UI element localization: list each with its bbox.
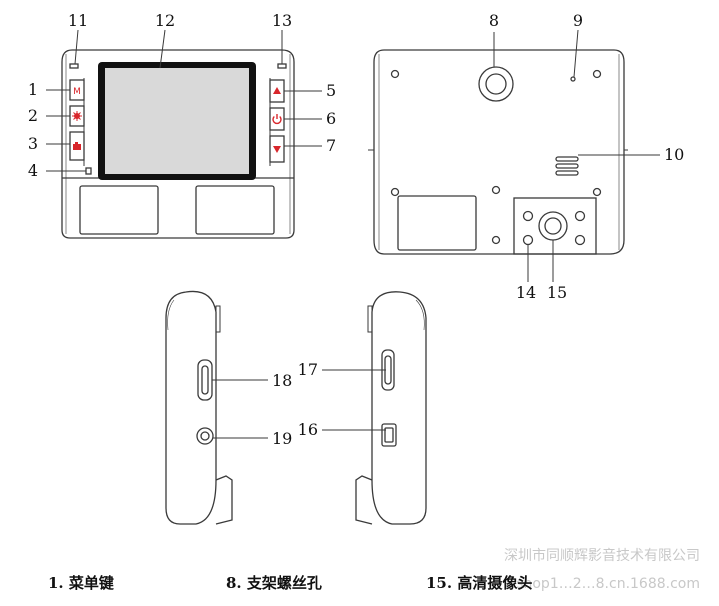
callout-12: 12 (155, 11, 175, 30)
front-leaders (46, 29, 322, 172)
tripod-screw-hole-8-inner (485, 73, 507, 95)
screw (390, 69, 400, 79)
callout-13: 13 (272, 11, 292, 30)
legend-item-15: 15. 高清摄像头 (426, 574, 532, 592)
button-7-down (269, 135, 285, 163)
right-side-view (355, 291, 427, 525)
watermark-company: 深圳市同顺辉影音技术有限公司 (504, 547, 700, 564)
callout-10: 10 (664, 145, 684, 164)
callout-11: 11 (68, 11, 88, 30)
left-side-clip (215, 475, 233, 525)
hd-camera-15-outer (538, 211, 568, 241)
up-arrow-icon (273, 87, 281, 94)
left-side-button (215, 305, 221, 333)
screw (592, 187, 602, 197)
front-left-pad (79, 185, 159, 235)
power-icon (272, 114, 282, 125)
menu-m-icon: M (73, 87, 81, 97)
hdmi-port-18-inner (201, 365, 209, 395)
callout-numbers: 1 2 3 4 5 6 7 8 9 10 11 12 13 14 15 16 1… (28, 11, 685, 448)
legend-item-1: 1. 菜单键 (48, 574, 114, 592)
front-right-pad (195, 185, 275, 235)
back-pad (397, 195, 477, 251)
screw (491, 185, 501, 195)
callout-14: 14 (516, 283, 536, 302)
callout-16: 16 (298, 420, 318, 439)
right-side-leaders (322, 369, 386, 431)
screen-12-display (105, 68, 249, 174)
callout-19: 19 (272, 429, 292, 448)
speaker-10-slot (555, 170, 579, 176)
down-arrow-icon (273, 146, 281, 153)
audio-jack-19-outer (196, 427, 214, 445)
callout-3: 3 (28, 134, 38, 153)
settings-gear-icon (72, 111, 82, 121)
callout-6: 6 (326, 109, 336, 128)
left-side-leaders (212, 379, 268, 439)
reset-hole-9 (570, 76, 576, 82)
callout-7: 7 (326, 136, 336, 155)
watermark-url: shop1…2…8.cn.1688.com (516, 576, 700, 592)
back-body-outline (373, 49, 625, 255)
ir-led (574, 210, 586, 222)
left-side-body (165, 290, 217, 525)
usb-port-16 (381, 423, 397, 447)
screw (592, 69, 602, 79)
callout-17: 17 (298, 360, 318, 379)
right-side-clip (355, 475, 373, 525)
back-view (368, 49, 628, 255)
usb-port-16-inner (384, 427, 394, 443)
led-13-indicator (277, 63, 287, 69)
right-side-body (371, 291, 427, 525)
callout-9: 9 (573, 11, 583, 30)
right-side-button (367, 305, 373, 333)
callout-18: 18 (272, 371, 292, 390)
ir-led (522, 210, 534, 222)
callout-4: 4 (28, 161, 38, 180)
screw (491, 235, 501, 245)
left-side-view (165, 290, 233, 525)
callout-8: 8 (489, 11, 499, 30)
svg-text:M: M (73, 87, 81, 97)
left-side-rim (167, 299, 175, 331)
hd-camera-15-lens (544, 217, 562, 235)
callout-5: 5 (326, 81, 336, 100)
callout-1: 1 (28, 80, 38, 99)
audio-jack-19-inner (200, 431, 210, 441)
legend-item-8: 8. 支架螺丝孔 (226, 574, 322, 592)
callout-2: 2 (28, 106, 38, 125)
ir-led (574, 234, 586, 246)
back-leaders (493, 29, 660, 282)
screw (390, 187, 400, 197)
front-body-outline (61, 49, 295, 239)
right-side-rim (415, 299, 425, 331)
mic-4-hole (85, 167, 92, 175)
camera-icon (73, 142, 81, 150)
ir-light-14 (522, 234, 534, 246)
speaker-10-slot (555, 163, 579, 169)
speaker-10-slot (555, 156, 579, 162)
callout-15: 15 (547, 283, 567, 302)
led-11-indicator (69, 63, 79, 69)
tripod-screw-hole-8-outer (478, 66, 514, 102)
camera-module (513, 197, 597, 255)
button-3-camera (69, 131, 85, 161)
